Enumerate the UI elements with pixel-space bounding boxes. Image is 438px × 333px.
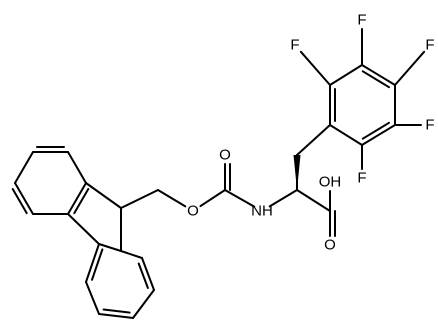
fluorine-top-label: F <box>357 12 366 29</box>
single-bond <box>296 124 331 156</box>
double-bond-inner-line <box>361 121 390 140</box>
carboxylic-hydroxyl-label: OH <box>319 174 342 191</box>
double-bond-inner-line <box>73 188 90 215</box>
single-bond <box>199 189 226 208</box>
single-bond <box>329 64 363 86</box>
atom-label-layer: O O NH F F F F F OH O <box>187 12 434 254</box>
double-bond <box>98 313 134 319</box>
single-bond <box>329 124 363 146</box>
single-bond <box>157 189 187 208</box>
single-bond <box>67 213 100 245</box>
single-bond <box>394 50 426 86</box>
fluorine-top-left-label: F <box>290 37 299 54</box>
single-bond <box>98 243 122 252</box>
single-bond <box>296 189 331 212</box>
single-bond <box>85 182 122 209</box>
double-bond <box>85 243 100 283</box>
bond-layer <box>11 28 426 319</box>
carbamate-ester-oxygen: O <box>187 203 199 220</box>
double-bond <box>361 124 396 146</box>
fluorine-top-right-label: F <box>425 37 434 54</box>
double-bond-inner-line <box>137 262 149 289</box>
amide-nh: NH <box>251 203 273 220</box>
fluorine-bottom-label: F <box>357 170 366 187</box>
double-bond <box>67 182 87 215</box>
double-bond <box>141 257 155 291</box>
carbamate-carbonyl-oxygen: O <box>219 147 231 164</box>
double-bond-inner-line <box>11 188 28 215</box>
double-bond-inner-line <box>102 308 131 314</box>
single-bond <box>14 151 34 184</box>
single-bond <box>85 281 100 315</box>
double-bond-inner-line <box>91 248 104 281</box>
single-bond <box>67 151 87 184</box>
double-bond <box>361 64 396 86</box>
stereo-wedge-bond <box>293 155 301 190</box>
single-bond <box>132 289 155 319</box>
double-bond <box>14 182 34 215</box>
fluorine-right-label: F <box>425 117 434 134</box>
double-bond-inner-line <box>361 70 390 89</box>
single-bond <box>299 50 331 86</box>
carboxylic-carbonyl-oxygen: O <box>324 237 336 254</box>
single-bond <box>224 189 256 208</box>
single-bond <box>268 189 298 208</box>
single-bond <box>120 250 143 259</box>
single-bond <box>120 189 159 209</box>
